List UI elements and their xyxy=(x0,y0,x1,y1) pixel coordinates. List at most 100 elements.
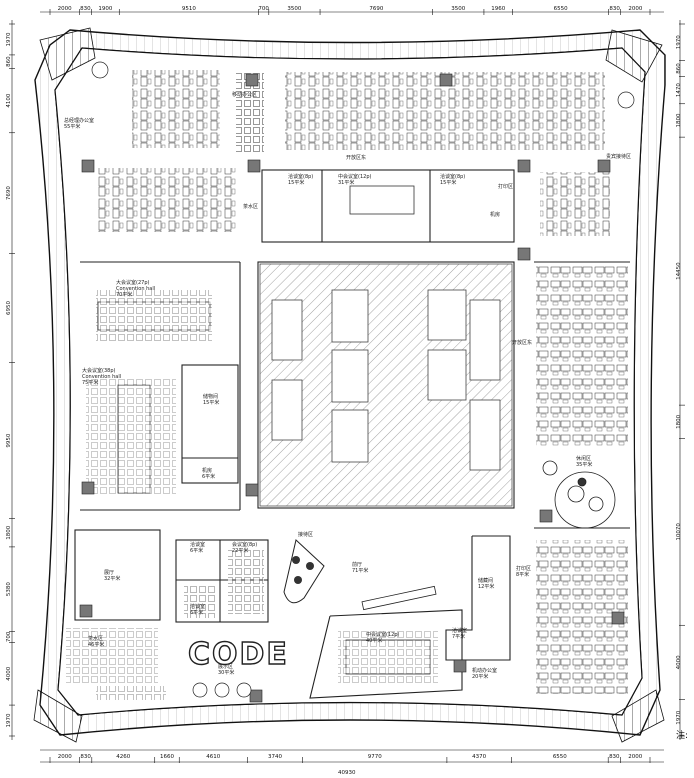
dimension-lines xyxy=(11,11,681,763)
code-logo: CODE xyxy=(188,637,289,672)
room-meeting-8a: 洽谈室(8p) xyxy=(288,173,313,180)
room-rest-area: 35平米 xyxy=(576,461,592,468)
room-meeting-8c: 会议室(8p) xyxy=(232,541,257,548)
building-core xyxy=(259,263,513,507)
room-meeting-12a: 中会议室(12p) xyxy=(338,173,371,180)
dimension-label: 5380 xyxy=(6,582,12,596)
dimension-label: 14450 xyxy=(676,262,682,280)
room-lobby: 前厅 xyxy=(352,561,362,568)
dimension-label: 1660 xyxy=(160,754,174,760)
room-meeting-8b: 洽谈室(8p) xyxy=(440,173,465,180)
room-logo-area-area: 30平米 xyxy=(218,669,234,676)
room-open-north: 开放区东 xyxy=(346,154,366,161)
dimension-label: 6550 xyxy=(554,6,568,12)
dimension-label: 830 xyxy=(609,754,620,760)
structural-columns xyxy=(79,73,625,703)
dimension-label: 1970 xyxy=(6,713,12,727)
room-tea-north: 茶水区 xyxy=(243,203,258,210)
room-conf-a-area: 70平米 xyxy=(116,291,132,298)
dimension-label: 700 xyxy=(258,6,269,12)
room-logo-area: 展示区 xyxy=(218,664,233,670)
reception-desk xyxy=(283,539,325,604)
room-print-south-area: 8平米 xyxy=(516,571,529,578)
rest-area-furniture xyxy=(542,460,616,529)
room-storage-area: 15平米 xyxy=(203,399,219,406)
dimension-label: 4000 xyxy=(676,655,682,669)
dimension-label: 4260 xyxy=(116,754,130,760)
room-storage2-area: 12平米 xyxy=(478,583,494,590)
dimension-label: 3740 xyxy=(268,754,282,760)
room-mobile-office: 移动办公区 xyxy=(232,91,257,98)
dimension-label: 1800 xyxy=(676,414,682,428)
room-meeting-8c-area: 22平米 xyxy=(232,547,248,554)
room-tea-south-area: 46平米 xyxy=(88,641,104,648)
room-meeting-12a-area: 31平米 xyxy=(338,179,354,186)
dimension-label: 7690 xyxy=(369,6,383,12)
dimension-label: 1970 xyxy=(676,710,682,724)
room-ceo-office: 总经理办公室 xyxy=(64,117,94,124)
room-conf-a-sub: Convention hall xyxy=(116,286,155,292)
room-reception: 接待区 xyxy=(298,531,313,538)
room-print-south: 打印区 xyxy=(516,565,531,572)
room-server-west-area: 6平米 xyxy=(202,473,215,480)
dimension-label: 9510 xyxy=(182,6,196,12)
room-labels: 总经理办公室 55平米 移动办公区 开放区东 贵宾接待区 茶水区 洽谈室(8p)… xyxy=(64,91,631,680)
room-print-north: 打印区 xyxy=(498,183,513,190)
room-tea-south: 茶水区 xyxy=(88,635,103,642)
dimension-label: 4100 xyxy=(6,93,12,107)
room-storage2: 储藏间 xyxy=(478,577,493,584)
room-ceo-office-area: 55平米 xyxy=(64,123,80,130)
note-label: 注: xyxy=(676,729,688,741)
room-conf-b: 大会议室(38p) xyxy=(82,367,115,374)
dimension-label: 3500 xyxy=(287,6,301,12)
dimension-label: 10070 xyxy=(676,523,682,541)
room-meeting-8b-area: 15平米 xyxy=(440,179,456,186)
room-office-south: 机动办公室 xyxy=(472,667,497,674)
dimension-label: 9770 xyxy=(368,754,382,760)
room-rest: 休闲区 xyxy=(576,455,591,462)
dimension-label: 2000 xyxy=(628,6,642,12)
room-vip-reception: 贵宾接待区 xyxy=(606,153,631,160)
dimension-label: 7690 xyxy=(6,186,12,200)
dimension-label: 4610 xyxy=(206,754,220,760)
dimension-label: 830 xyxy=(80,6,91,12)
room-exhibit-area: 32平米 xyxy=(104,575,120,582)
room-server-west: 机房 xyxy=(202,467,212,474)
dimension-label: 1970 xyxy=(6,32,12,46)
dimension-ticks xyxy=(9,9,685,763)
dimension-label: 1800 xyxy=(676,113,682,127)
dimension-label: 4370 xyxy=(472,754,486,760)
room-meeting-6b-area: 6平米 xyxy=(190,609,203,616)
dimension-label: 1470 xyxy=(676,83,682,97)
dimension-label: 6950 xyxy=(6,300,12,314)
room-meeting-south-area: 7平米 xyxy=(452,633,465,640)
west-tables xyxy=(66,185,438,700)
lobby-bench xyxy=(361,585,437,611)
room-lobby-area: 71平米 xyxy=(352,567,368,574)
dimension-label: 6550 xyxy=(553,754,567,760)
room-meeting-8a-area: 15平米 xyxy=(288,179,304,186)
dimension-label: 860 xyxy=(676,63,682,74)
room-big-meeting-area: 40平米 xyxy=(366,637,382,644)
dimension-label: 2000 xyxy=(58,6,72,12)
dimension-label: 860 xyxy=(6,56,12,67)
room-meeting-6a-area: 6平米 xyxy=(190,547,203,554)
room-office-south-area: 20平米 xyxy=(472,673,488,680)
room-conf-b-area: 75平米 xyxy=(82,379,98,386)
north-workstations xyxy=(98,70,610,236)
dimension-label: 4000 xyxy=(6,666,12,680)
dimension-label: 9950 xyxy=(6,433,12,447)
dimension-label: 830 xyxy=(609,6,620,12)
room-big-meeting: 中会议室(12p) xyxy=(366,631,399,638)
dimension-label: 1970 xyxy=(676,35,682,49)
dimension-label: 830 xyxy=(80,754,91,760)
interior-walls xyxy=(74,169,630,699)
dimension-label: 3500 xyxy=(451,6,465,12)
dimension-label: 2000 xyxy=(58,754,72,760)
dimension-label: 1960 xyxy=(491,6,505,12)
room-storage: 储物间 xyxy=(203,393,218,400)
dimension-label: 700 xyxy=(6,631,12,642)
lounge-seats xyxy=(91,61,635,698)
